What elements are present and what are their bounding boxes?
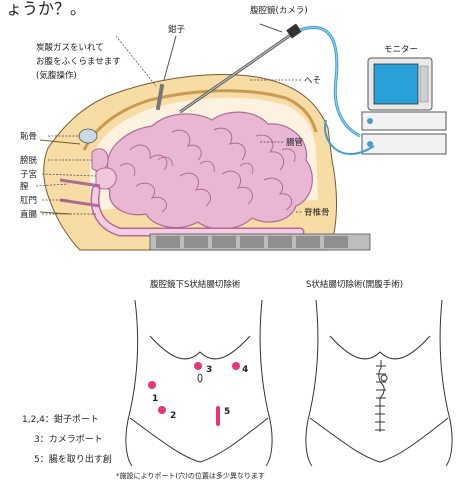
label-co2-line2: お腹をふくらませます xyxy=(36,56,121,67)
port-2 xyxy=(158,406,166,414)
torso-laparoscopic xyxy=(126,300,272,466)
label-rectum: 直腸 xyxy=(20,209,38,220)
port-5 xyxy=(216,406,220,426)
label-anus: 肛門 xyxy=(20,196,37,206)
label-monitor: モニター xyxy=(384,45,418,55)
port-number-3: 3 xyxy=(206,365,212,375)
label-spine: 脊椎骨 xyxy=(304,207,330,218)
port-3 xyxy=(194,362,202,370)
port-1 xyxy=(148,381,156,389)
port-number-5: 5 xyxy=(224,407,230,417)
label-navel: へそ xyxy=(304,76,321,86)
port-4 xyxy=(232,362,240,370)
label-laparoscope: 腹腔鏡(カメラ) xyxy=(250,5,308,16)
port-number-1: 1 xyxy=(152,394,158,404)
legend-row-2: 3：カメラポート xyxy=(34,434,103,445)
label-bladder: 膀胱 xyxy=(20,155,38,166)
label-uterus: 子宮 xyxy=(20,169,37,180)
torso-open-surgery xyxy=(306,300,452,466)
legend-row-1: 1,2,4：鉗子ポート xyxy=(22,413,99,425)
incision xyxy=(375,360,387,432)
label-co2-line3: (気腹操作) xyxy=(36,70,77,81)
label-forceps: 鉗子 xyxy=(168,24,186,35)
legend-row-3: 5：腸を取り出す創 xyxy=(34,453,112,465)
header-fragment: ょうか？。 xyxy=(6,0,86,18)
footnote: *施設によりポート(穴)の位置は多少異なります xyxy=(116,471,265,480)
monitor xyxy=(362,58,446,154)
left-diagram-title: 腹腔鏡下S状結腸切除術 xyxy=(150,279,241,290)
port-number-2: 2 xyxy=(170,411,176,421)
right-diagram-title: S状結腸切除術(開腹手術) xyxy=(306,279,403,290)
port-number-4: 4 xyxy=(242,365,248,375)
label-pubis: 恥骨 xyxy=(20,132,37,142)
label-vagina: 膣 xyxy=(20,181,29,192)
spine xyxy=(150,234,370,250)
label-intestine: 腸管 xyxy=(286,137,303,148)
label-co2-line1: 炭酸ガスをいれて xyxy=(36,42,104,53)
